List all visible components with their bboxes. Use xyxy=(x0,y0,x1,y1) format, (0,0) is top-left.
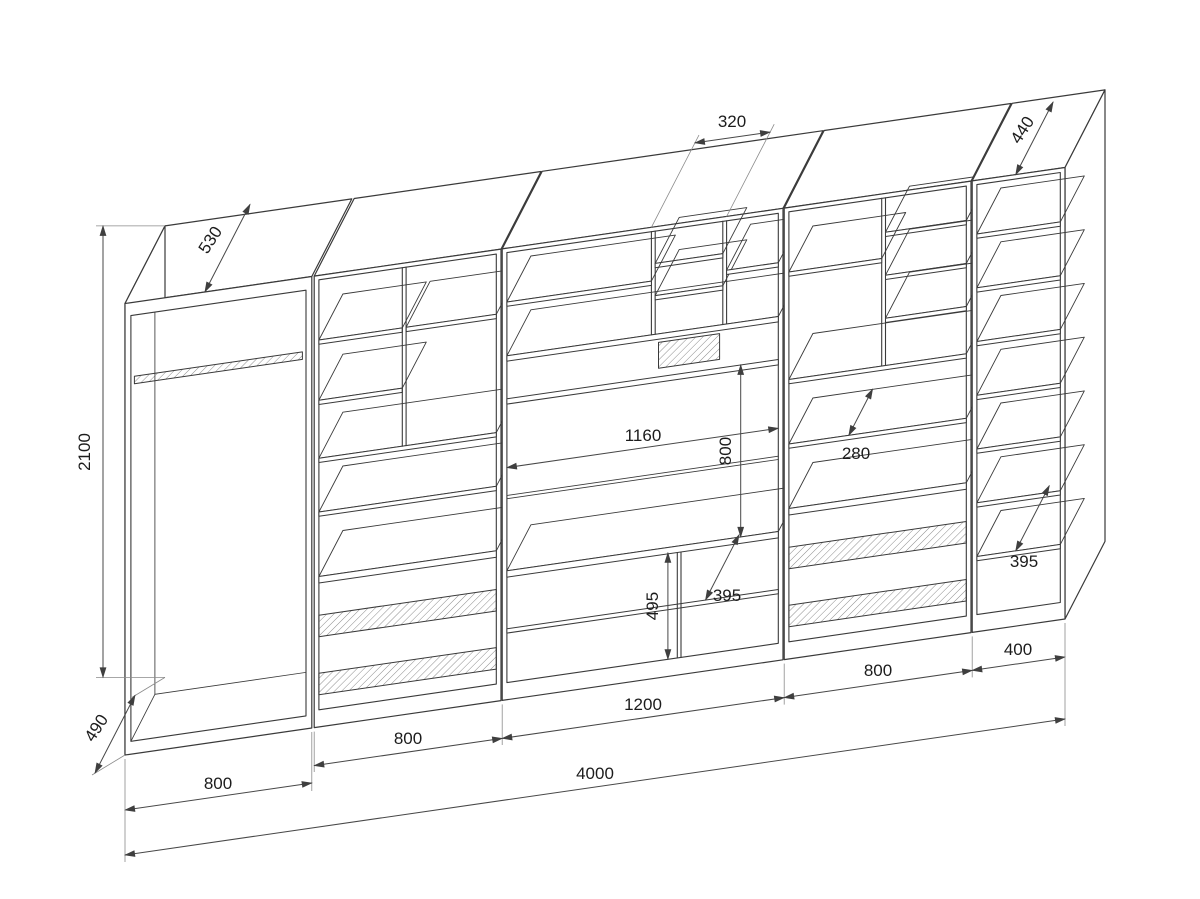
section4-basket-cabinet xyxy=(788,436,991,628)
dim-shelf-depth-mid-label: 280 xyxy=(842,444,870,463)
hanging-rail xyxy=(133,351,303,385)
dim-bench-shelf-depth: 395 xyxy=(705,533,741,605)
dim-section5-width-label: 400 xyxy=(1004,640,1032,659)
dim-wardrobe-depth-label: 490 xyxy=(81,711,112,745)
dim-bench-inner-height: 495 xyxy=(643,551,672,661)
dim-shelf-depth-mid: 280 xyxy=(842,388,874,463)
dim-top-middle-compartment: 320 xyxy=(651,112,775,228)
dim-section4-width-label: 800 xyxy=(864,661,892,680)
section4-shelves xyxy=(788,174,991,449)
wire-basket-drawer xyxy=(788,579,967,628)
section3-opening xyxy=(506,212,779,684)
dim-shelf-depth-right: 395 xyxy=(1010,484,1050,571)
section4-shelving xyxy=(783,102,1012,661)
dim-total-width: 4000 xyxy=(124,623,1066,862)
dim-wardrobe-height: 2100 xyxy=(75,224,165,679)
section2-shelving xyxy=(313,170,542,729)
section5-opening xyxy=(976,171,1061,616)
section2-opening xyxy=(318,253,497,711)
tv-bracket-box xyxy=(658,333,721,369)
dim-bench-shelf-depth-label: 395 xyxy=(713,586,741,605)
dim-shelf-depth-right-label: 395 xyxy=(1010,552,1038,571)
dim-niche-width-label: 1160 xyxy=(625,426,662,445)
section3-tv-unit xyxy=(501,130,824,702)
section5-right-side-panel xyxy=(1064,89,1106,620)
dim-total-width-label: 4000 xyxy=(576,764,614,783)
dim-niche-height: 800 xyxy=(716,363,745,538)
dim-top-middle-compartment-label: 320 xyxy=(718,112,746,131)
wire-basket-drawer xyxy=(788,521,967,570)
section4-opening xyxy=(788,185,967,643)
wardrobe-section xyxy=(124,198,353,756)
wardrobe-front-frame xyxy=(124,275,313,756)
section2-basket-cabinet xyxy=(318,504,521,696)
dim-niche-width: 1160 xyxy=(505,426,780,470)
dim-section5-width: 400 xyxy=(971,640,1066,673)
dim-wardrobe-width-label: 800 xyxy=(204,774,232,793)
dim-niche-height-label: 800 xyxy=(716,437,735,465)
dim-section2-width-label: 800 xyxy=(394,729,422,748)
dim-wardrobe-height-label: 2100 xyxy=(75,433,94,471)
section5-shelf-column xyxy=(971,89,1106,634)
wire-basket-drawer xyxy=(318,589,497,638)
dim-bench-inner-height-label: 495 xyxy=(643,592,662,620)
wire-basket-drawer xyxy=(318,647,497,696)
dim-section3-width-label: 1200 xyxy=(624,695,662,714)
